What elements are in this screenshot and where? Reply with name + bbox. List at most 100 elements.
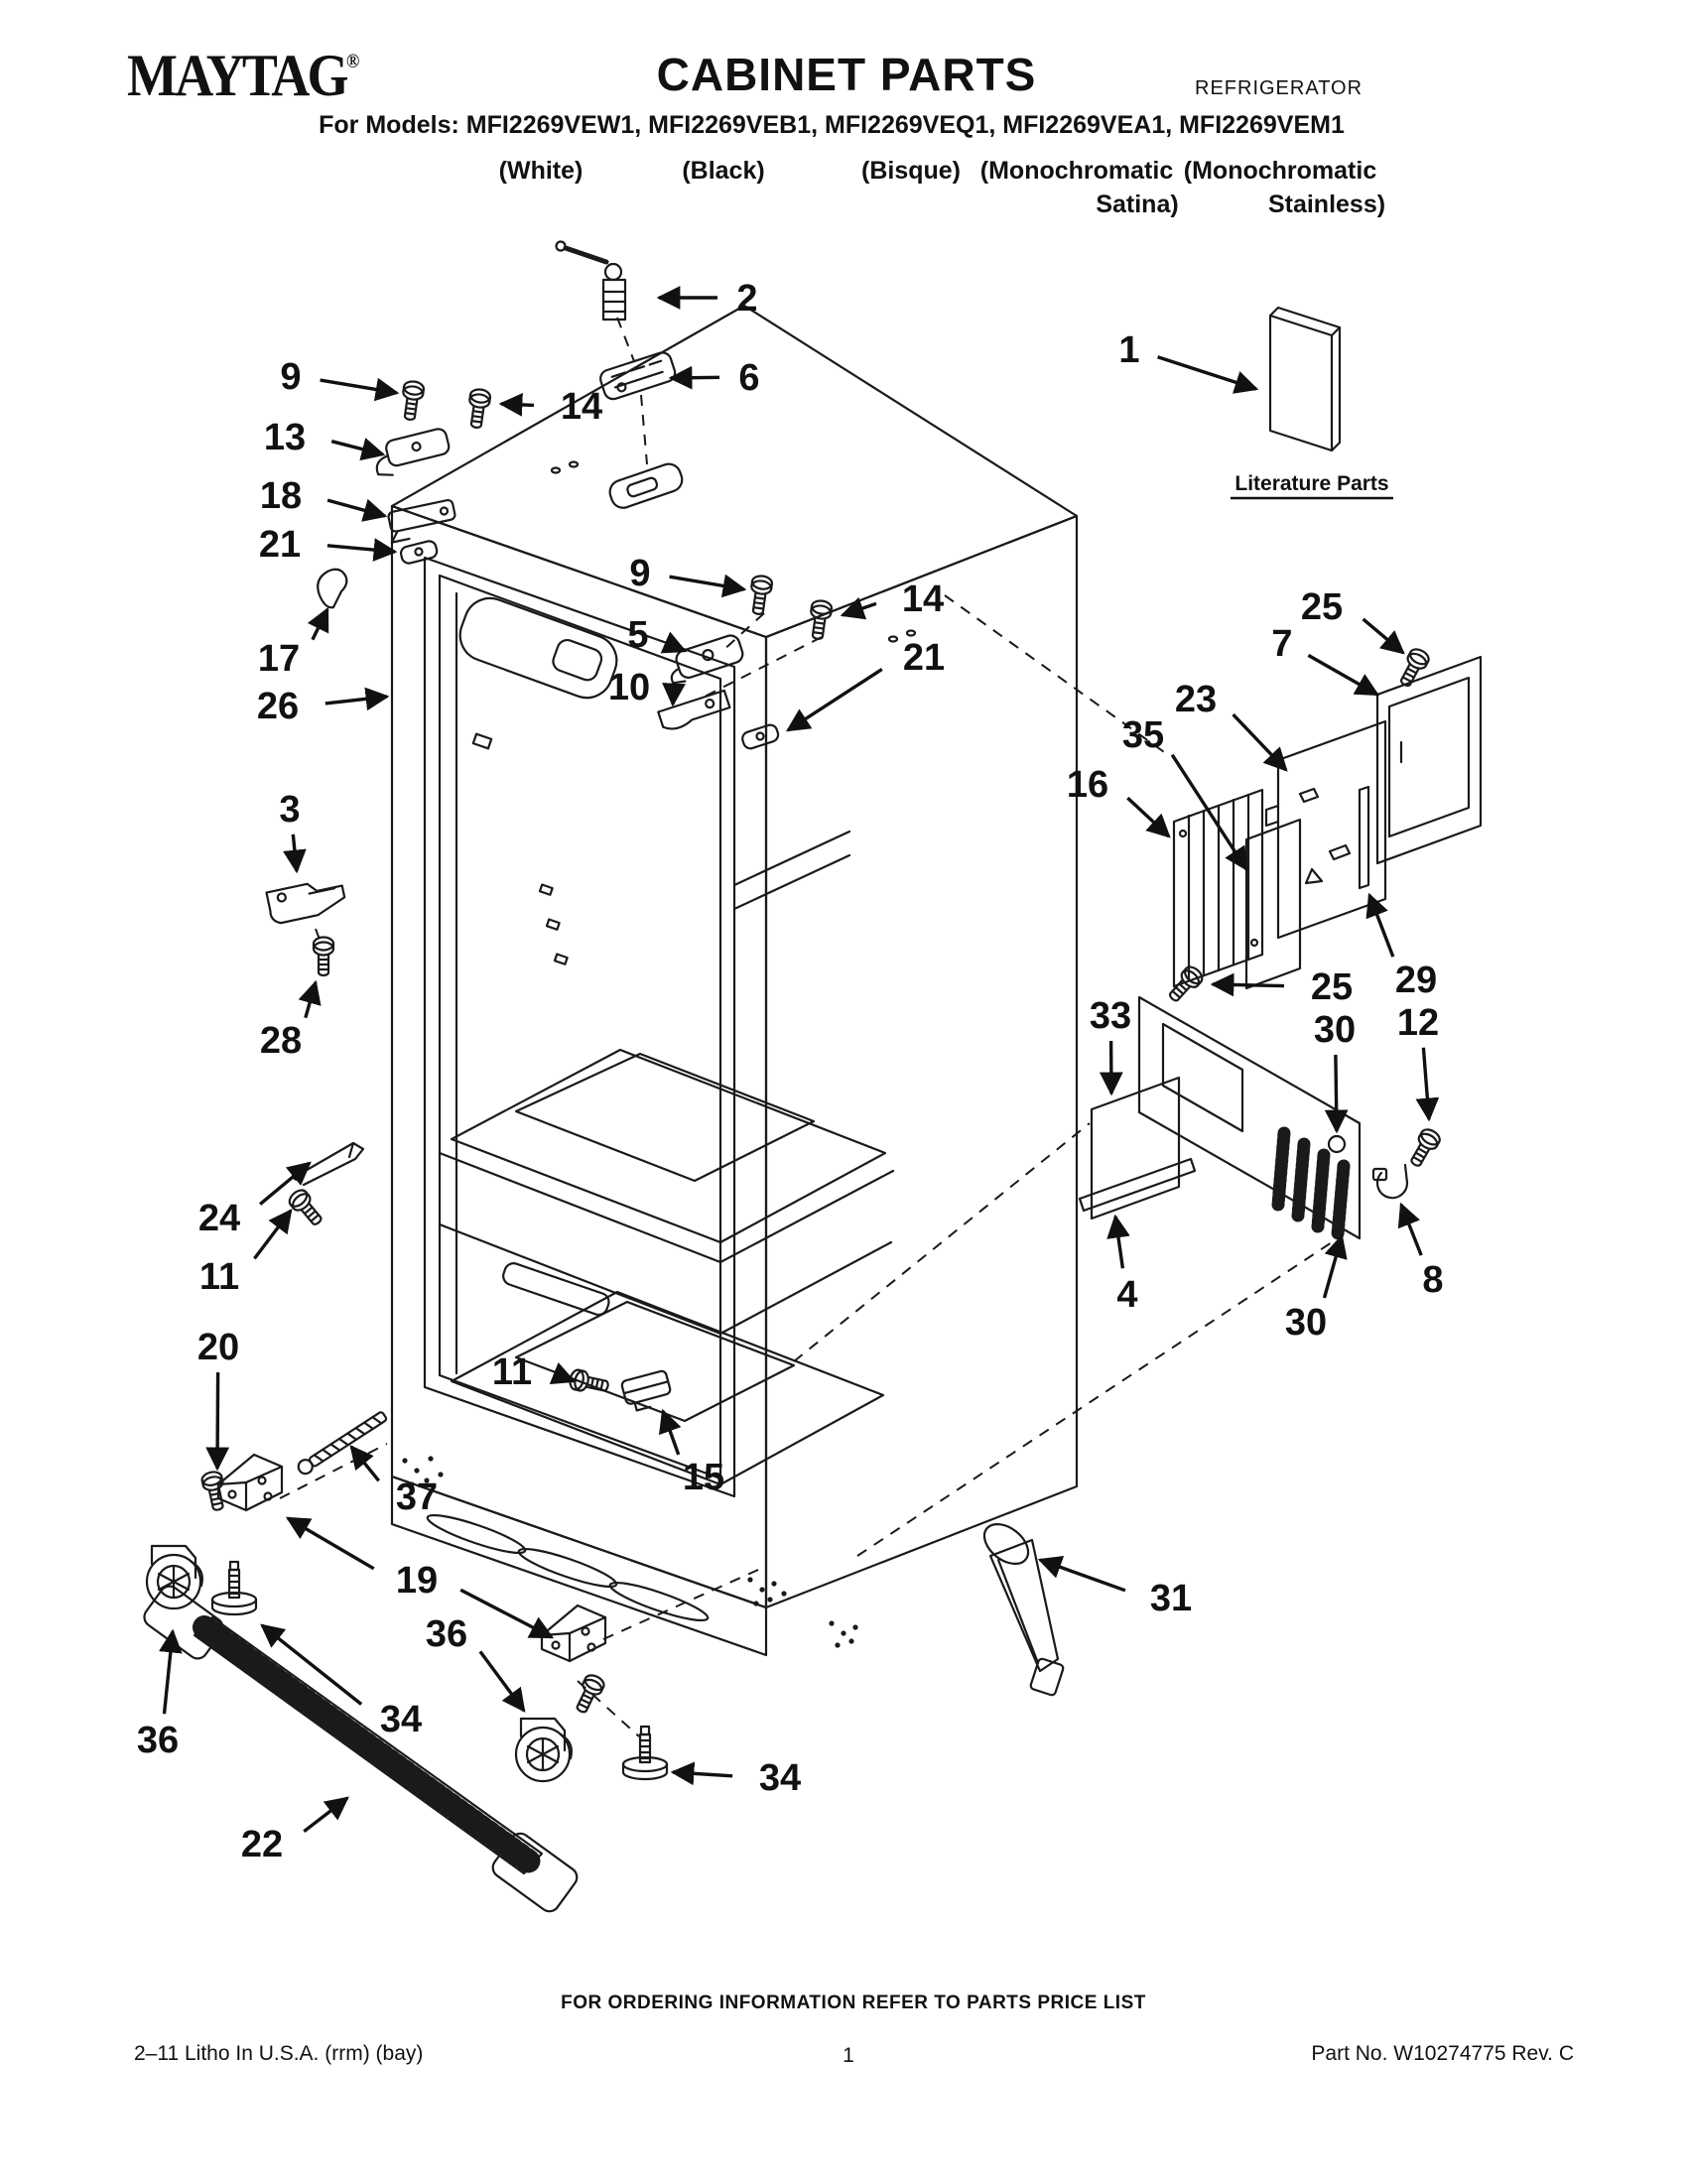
callout-number-1: 1 xyxy=(1118,329,1139,371)
part-hinge-plate-10 xyxy=(657,689,731,730)
callout-number-29: 29 xyxy=(1395,960,1437,1001)
part-caster-b xyxy=(514,1717,573,1783)
part-hinge-plate-18 xyxy=(387,498,456,544)
callout-number-28: 28 xyxy=(260,1020,302,1062)
color-label-white: (White) xyxy=(498,157,584,185)
callout-number-24: 24 xyxy=(198,1198,240,1239)
callout-leader-arrow xyxy=(205,1371,230,1472)
callout-leader-arrow xyxy=(498,393,535,417)
callout-leader-arrow xyxy=(1365,892,1395,958)
callout-number-19: 19 xyxy=(396,1560,438,1602)
part-water-valve xyxy=(555,240,627,321)
callout-number-7: 7 xyxy=(1271,623,1292,665)
part-leveling-foot-b xyxy=(621,1725,669,1781)
part-screw-9a xyxy=(398,379,426,423)
callout-number-17: 17 xyxy=(258,638,300,680)
callout-number-26: 26 xyxy=(257,686,299,727)
part-caster-bracket-b xyxy=(540,1604,607,1663)
callout-leader-arrow xyxy=(549,1361,577,1385)
callout-leader-arrow xyxy=(285,1516,375,1571)
part-shim-21a xyxy=(399,540,439,565)
callout-leader-arrow xyxy=(669,574,747,598)
callout-number-25: 25 xyxy=(1311,966,1353,1008)
part-screw-20 xyxy=(199,1469,230,1513)
part-screw-14a xyxy=(464,387,492,431)
callout-leader-arrow xyxy=(330,438,386,461)
color-label-mono-satina-2: Satina) xyxy=(1096,191,1179,218)
callout-leader-arrow xyxy=(326,538,398,562)
callout-number-33: 33 xyxy=(1090,995,1131,1037)
part-caster-bracket-a xyxy=(216,1453,284,1512)
callout-leader-arrow xyxy=(1362,617,1405,655)
registered-mark-icon: ® xyxy=(345,51,360,72)
callout-leader-arrow xyxy=(1322,1233,1348,1299)
callout-number-6: 6 xyxy=(738,357,759,399)
callout-leader-arrow xyxy=(326,498,388,522)
callout-number-20: 20 xyxy=(197,1327,239,1368)
part-screw-28 xyxy=(312,936,335,977)
callout-number-22: 22 xyxy=(241,1824,283,1865)
callout-leader-arrow xyxy=(459,1588,555,1639)
callout-leader-arrow xyxy=(786,667,883,732)
callout-leader-arrow xyxy=(325,687,390,711)
litho-note: 2–11 Litho In U.S.A. (rrm) (bay) xyxy=(134,2042,424,2065)
part-screw-11b xyxy=(567,1367,611,1398)
callout-leader-arrow xyxy=(1037,1556,1126,1593)
part-handle-31 xyxy=(982,1523,1065,1697)
maytag-logo: MAYTAG® xyxy=(127,42,359,110)
callout-leader-arrow xyxy=(1170,753,1248,871)
color-label-black: (Black) xyxy=(682,157,765,185)
part-screw-11a xyxy=(285,1186,327,1230)
part-tube-clamp-plate xyxy=(599,351,677,401)
callout-leader-arrow xyxy=(253,1209,293,1260)
part-panel-33 xyxy=(1090,1076,1181,1220)
part-strip-29 xyxy=(1358,785,1370,890)
callout-leader-arrow xyxy=(659,1408,682,1456)
color-label-mono-stainless-2: Stainless) xyxy=(1267,191,1386,218)
color-label-bisque: (Bisque) xyxy=(861,157,961,185)
callout-leader-arrow xyxy=(660,631,688,654)
product-type-label: REFRIGERATOR xyxy=(1195,77,1363,99)
callout-leader-arrow xyxy=(1126,796,1171,838)
callout-leader-arrow xyxy=(1324,1054,1349,1134)
callout-number-14: 14 xyxy=(902,578,944,620)
callout-number-30: 30 xyxy=(1285,1302,1327,1344)
callout-leader-arrow xyxy=(158,1628,183,1715)
part-screw-9b xyxy=(746,574,774,617)
models-line: For Models: MFI2269VEW1, MFI2269VEB1, MF… xyxy=(319,111,1345,139)
part-number-revision: Part No. W10274775 Rev. C xyxy=(1311,2042,1574,2065)
callout-leader-arrow xyxy=(1210,972,1285,997)
callout-number-2: 2 xyxy=(736,278,757,320)
callout-leader-arrow xyxy=(260,1623,363,1706)
callout-number-11: 11 xyxy=(492,1351,532,1393)
callout-number-25: 25 xyxy=(1301,586,1343,628)
callout-leader-arrow xyxy=(1397,1202,1423,1256)
callout-leader-arrow xyxy=(307,606,329,641)
callout-number-14: 14 xyxy=(561,386,602,428)
callout-leader-arrow xyxy=(259,1161,312,1206)
callout-number-31: 31 xyxy=(1150,1578,1192,1619)
callout-number-11: 11 xyxy=(199,1256,239,1298)
part-rod-37 xyxy=(297,1411,388,1476)
cabinet-body xyxy=(390,304,1079,1657)
callout-number-34: 34 xyxy=(759,1757,801,1799)
callout-leader-arrow xyxy=(298,979,322,1019)
callout-number-21: 21 xyxy=(259,524,301,566)
callout-leader-arrow xyxy=(1157,355,1259,394)
callout-leader-arrow xyxy=(1232,712,1288,772)
callout-number-13: 13 xyxy=(264,417,306,458)
part-clip-17 xyxy=(317,568,348,609)
alignment-dashes xyxy=(279,317,1333,1737)
callout-number-4: 4 xyxy=(1116,1274,1137,1316)
part-bracket-3 xyxy=(265,882,346,925)
callout-leader-arrow xyxy=(1415,1047,1440,1122)
callout-leader-arrow xyxy=(349,1445,381,1482)
part-screw-25b xyxy=(1163,963,1207,1007)
callout-leader-arrow xyxy=(840,596,877,620)
callout-leader-arrow xyxy=(283,834,307,874)
part-clamp-8 xyxy=(1371,1163,1409,1200)
callout-leader-arrow xyxy=(670,1761,733,1786)
part-leveling-foot-a xyxy=(210,1560,258,1616)
